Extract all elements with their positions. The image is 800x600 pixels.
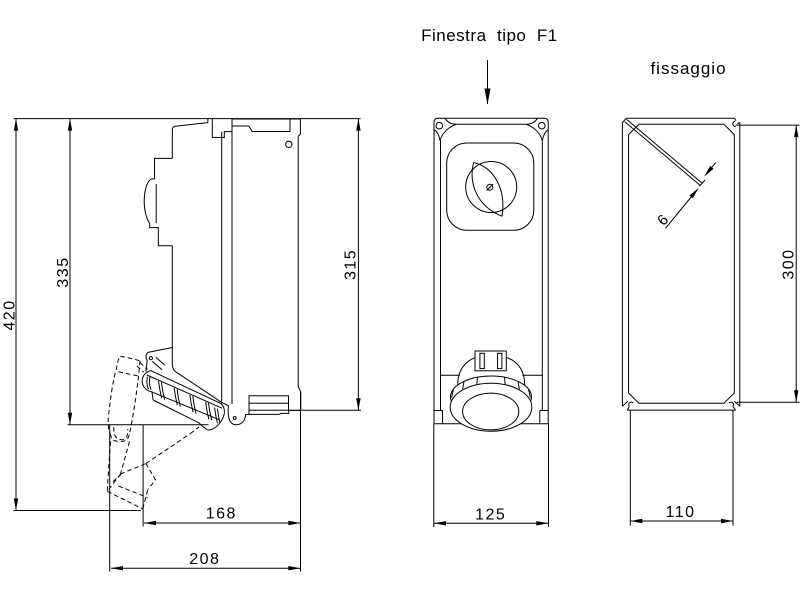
svg-text:208: 208 [189, 551, 220, 568]
svg-text:420: 420 [1, 299, 18, 330]
svg-text:Finestra tipo F1: Finestra tipo F1 [421, 26, 558, 45]
svg-text:315: 315 [343, 249, 360, 280]
svg-text:fissaggio: fissaggio [650, 59, 726, 78]
svg-text:125: 125 [475, 506, 506, 523]
svg-text:168: 168 [206, 506, 237, 523]
svg-text:110: 110 [665, 504, 695, 521]
svg-text:300: 300 [781, 248, 798, 279]
svg-text:335: 335 [55, 256, 72, 287]
